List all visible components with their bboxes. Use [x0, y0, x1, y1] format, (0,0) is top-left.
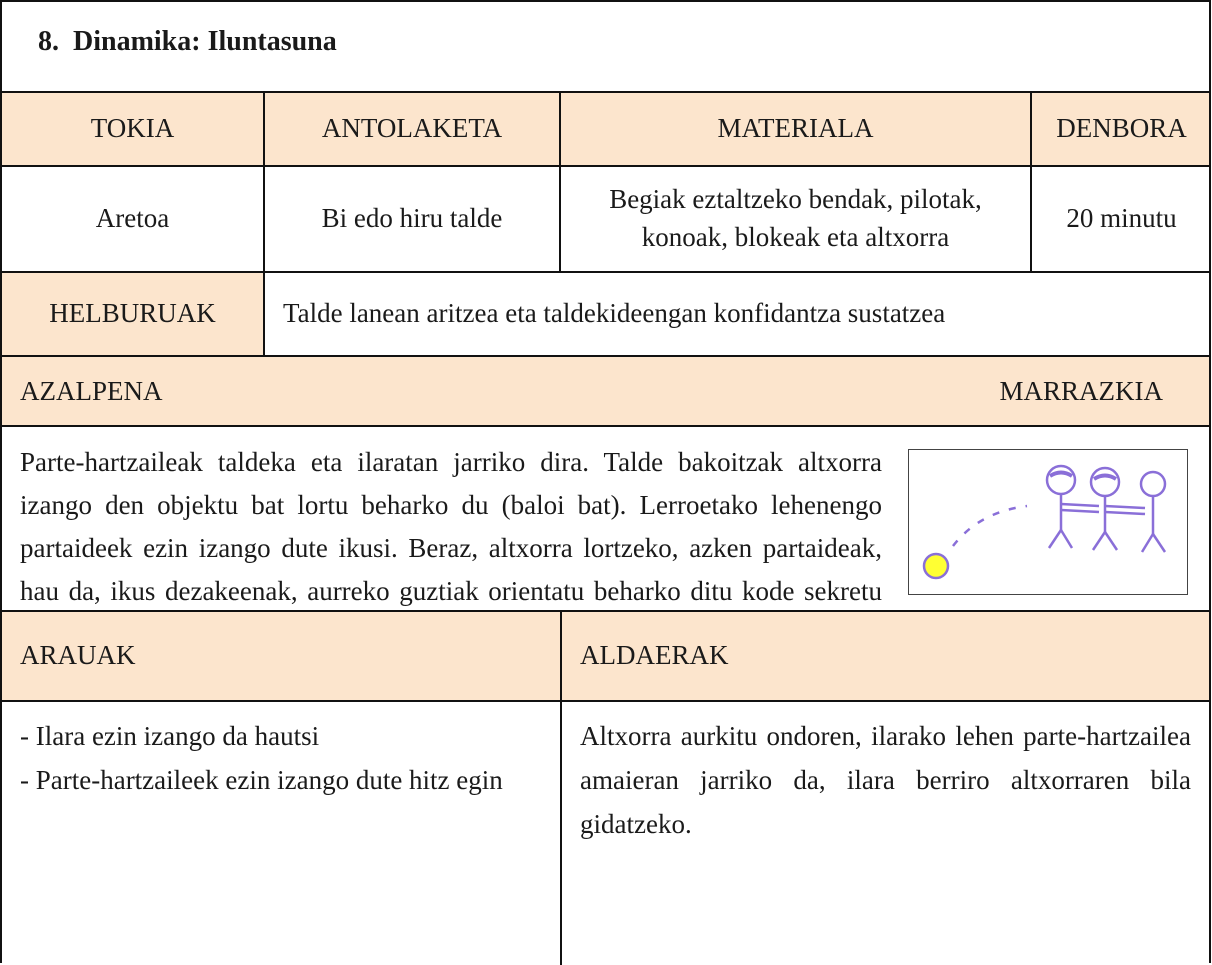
page-title: 8. Dinamika: Iluntasuna — [38, 26, 337, 58]
header-tokia: TOKIA — [2, 93, 265, 165]
value-materiala-line2: konoak, blokeak eta altxorra — [641, 222, 950, 252]
data-row: Aretoa Bi edo hiru talde Begiak eztaltze… — [2, 167, 1209, 273]
aldaerak-text: Altxorra aurkitu ondoren, ilarako lehen … — [580, 721, 1191, 839]
value-antolaketa: Bi edo hiru talde — [265, 167, 561, 271]
header-antolaketa: ANTOLAKETA — [265, 93, 561, 165]
value-tokia: Aretoa — [2, 167, 265, 271]
stick-figure-icon — [1089, 466, 1146, 551]
title-text: Dinamika: Iluntasuna — [73, 26, 337, 57]
value-denbora: 20 minutu — [1066, 203, 1177, 234]
helburuak-text: Talde lanean aritzea eta taldekideengan … — [283, 298, 946, 329]
header-row: TOKIA ANTOLAKETA MATERIALA DENBORA — [2, 93, 1209, 167]
ball-icon — [922, 552, 950, 580]
header-denbora: DENBORA — [1056, 113, 1187, 144]
aldaerak-label: ALDAERAK — [580, 640, 729, 671]
arauak-label: ARAUAK — [2, 612, 562, 700]
azalpena-header-row: AZALPENA MARRAZKIA — [2, 357, 1209, 427]
value-materiala: Begiak eztaltzeko bendak, pilotak, konoa… — [561, 167, 1032, 271]
dashed-path-icon — [952, 504, 1028, 547]
azalpena-label: AZALPENA — [20, 375, 163, 406]
value-materiala-line1: Begiak eztaltzeko bendak, pilotak, — [609, 184, 982, 215]
marrazkia-label: MARRAZKIA — [999, 375, 1163, 406]
stick-figures-drawing — [922, 464, 1167, 580]
goal-row: HELBURUAK Talde lanean aritzea eta talde… — [2, 273, 1209, 357]
rules-row: - Ilara ezin izango da hautsi - Parte-ha… — [2, 702, 1209, 965]
title-row: 8. Dinamika: Iluntasuna — [2, 2, 1209, 93]
stick-figure-icon — [1045, 464, 1100, 549]
header-materiala: MATERIALA — [561, 93, 1032, 165]
helburuak-label: HELBURUAK — [2, 273, 265, 355]
title-number: 8. — [38, 26, 59, 57]
rule-item: - Ilara ezin izango da hautsi — [20, 721, 320, 751]
rule-item: - Parte-hartzaileek ezin izango dute hit… — [20, 765, 503, 795]
arauak-list: - Ilara ezin izango da hautsi - Parte-ha… — [2, 702, 562, 965]
stick-figure-icon — [1139, 470, 1167, 553]
rules-header-row: ARAUAK ALDAERAK — [2, 612, 1209, 702]
description-row: Parte-hartzaileak taldeka eta ilaratan j… — [2, 427, 1209, 649]
drawing-box — [908, 449, 1188, 595]
